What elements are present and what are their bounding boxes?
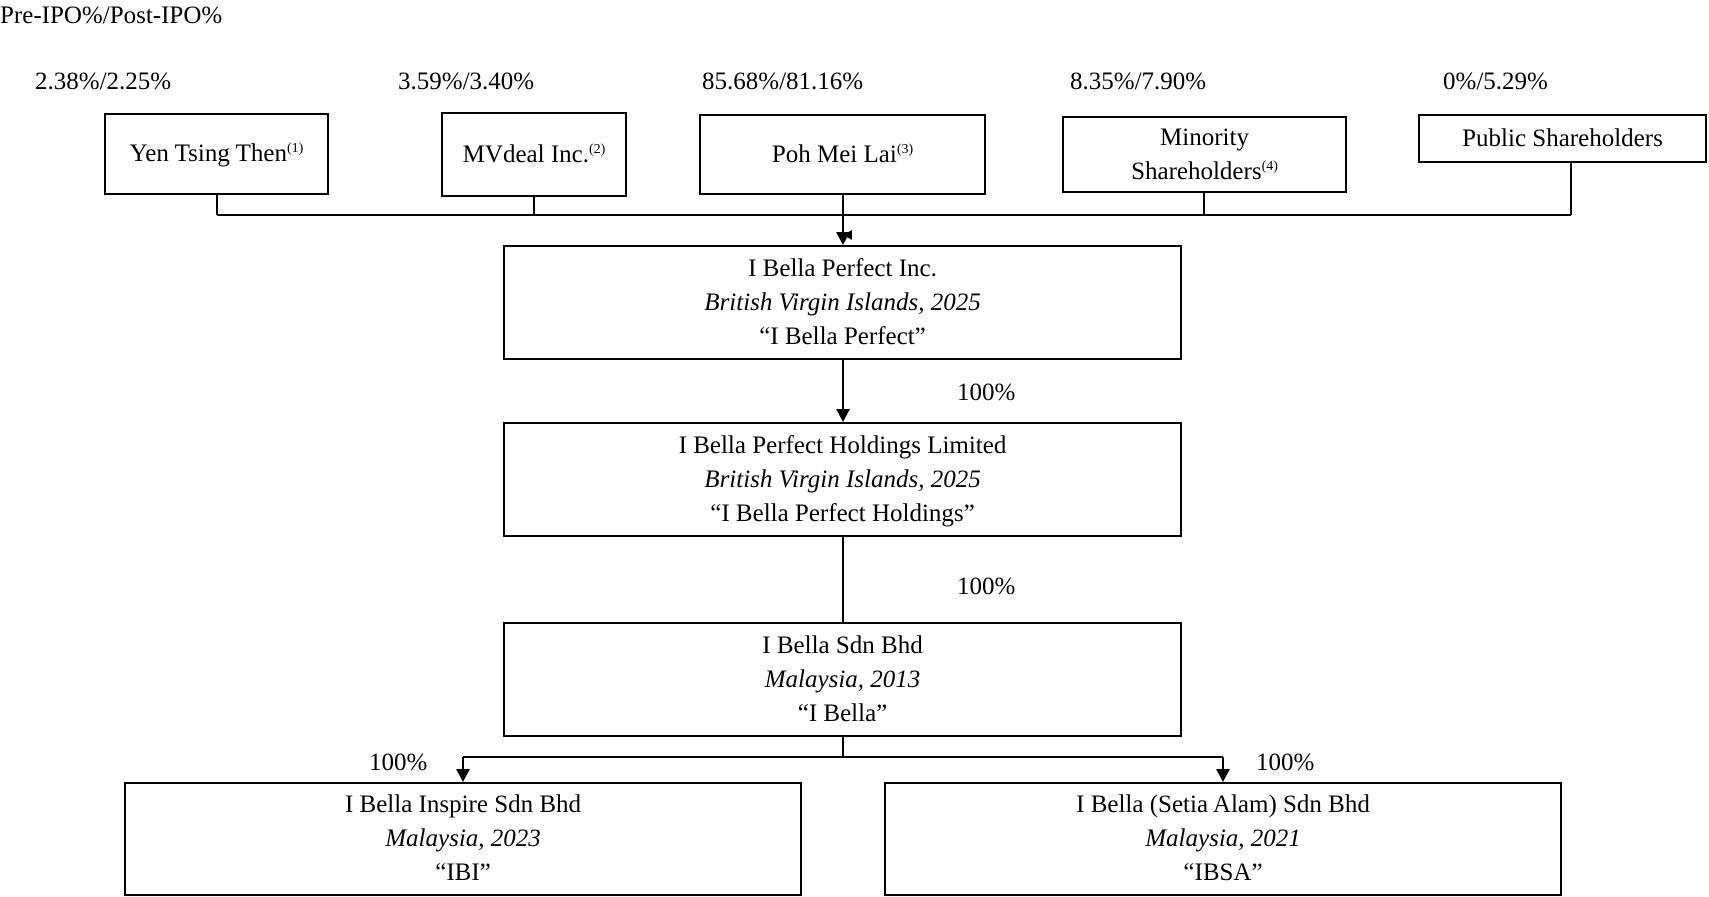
shareholder-name: Yen Tsing Then [129, 140, 287, 167]
shareholder-name: Poh Mei Lai [771, 140, 897, 168]
entity-name: I Bella Inspire Sdn Bhd [344, 791, 582, 818]
pct-mvdeal: 3.59%/3.40% [398, 68, 535, 95]
shareholder-box-poh-mei-lai: Poh Mei Lai(3) [699, 114, 986, 195]
entity-jurisdiction: Malaysia, 2021 [1145, 825, 1301, 852]
shareholder-name: Public Shareholders [1462, 124, 1663, 152]
pct-public-shareholders: 0%/5.29% [1443, 68, 1548, 95]
entity-jurisdiction: Malaysia, 2013 [764, 665, 921, 693]
entity-short-name: “I Bella Perfect Holdings” [710, 499, 975, 527]
entity-short-name: “I Bella Perfect” [759, 322, 926, 350]
entity-box-ibi: I Bella Inspire Sdn Bhd Malaysia, 2023 “… [124, 782, 802, 896]
entity-jurisdiction: British Virgin Islands, 2025 [704, 288, 981, 316]
footnote-ref: (2) [589, 141, 606, 157]
shareholder-name: MVdeal Inc. [462, 140, 589, 168]
shareholder-box-public-shareholders: Public Shareholders [1418, 114, 1707, 163]
shareholder-box-minority-shareholders: Minority Shareholders(4) [1062, 116, 1347, 193]
shareholder-box-yen-tsing-then: Yen Tsing Then(1) [104, 113, 329, 195]
entity-box-i-bella-perfect-holdings: I Bella Perfect Holdings Limited British… [503, 422, 1182, 537]
entity-box-i-bella-perfect: I Bella Perfect Inc. British Virgin Isla… [503, 245, 1182, 360]
entity-box-ibsa: I Bella (Setia Alam) Sdn Bhd Malaysia, 2… [884, 782, 1562, 896]
entity-name: I Bella Perfect Inc. [748, 254, 937, 282]
ownership-i-bella: 100% [957, 573, 1016, 600]
pct-minority-shareholders: 8.35%/7.90% [1070, 68, 1207, 95]
ownership-ibi: 100% [369, 749, 428, 776]
entity-jurisdiction: Malaysia, 2023 [385, 825, 541, 852]
entity-name: I Bella Sdn Bhd [762, 631, 923, 659]
ownership-ibsa: 100% [1256, 749, 1315, 776]
footnote-ref: (3) [896, 141, 914, 157]
footnote-ref: (4) [1261, 158, 1278, 174]
entity-short-name: “IBI” [435, 859, 491, 886]
entity-name: I Bella (Setia Alam) Sdn Bhd [1076, 791, 1370, 818]
legend-label: Pre-IPO%/Post-IPO% [0, 2, 223, 29]
entity-jurisdiction: British Virgin Islands, 2025 [704, 465, 981, 493]
entity-short-name: “IBSA” [1183, 859, 1263, 886]
pct-yen-tsing-then: 2.38%/2.25% [35, 68, 172, 95]
ownership-holdings: 100% [957, 379, 1016, 406]
shareholder-name-line1: Minority [1160, 123, 1249, 151]
pct-poh-mei-lai: 85.68%/81.16% [702, 68, 864, 95]
footnote-ref: (1) [286, 141, 304, 156]
shareholder-name: Shareholders [1131, 157, 1262, 185]
entity-short-name: “I Bella” [797, 699, 888, 727]
entity-box-i-bella: I Bella Sdn Bhd Malaysia, 2013 “I Bella” [503, 622, 1182, 737]
entity-name: I Bella Perfect Holdings Limited [678, 431, 1007, 459]
shareholder-box-mvdeal: MVdeal Inc.(2) [441, 112, 627, 197]
